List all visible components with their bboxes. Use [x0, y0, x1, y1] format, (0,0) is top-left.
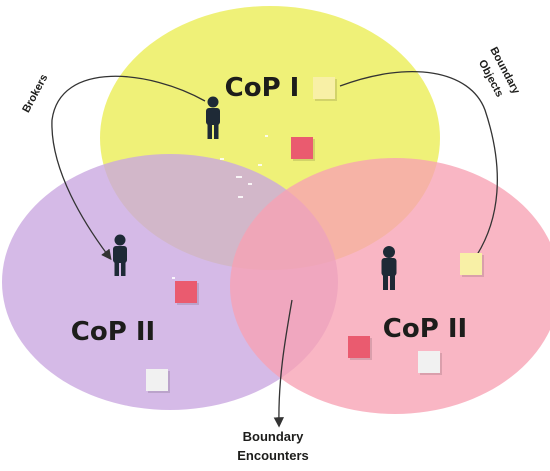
boundary-encounters-label-1: Boundary: [243, 429, 304, 444]
sticky-note-icon-yellow-right: [460, 253, 484, 277]
boundary-encounters-arrow-icon: [273, 299, 293, 428]
sticky-note-icon-white-left: [146, 369, 170, 393]
brokers-arrow-icon: [51, 75, 206, 261]
boundary-encounters-label-2: Encounters: [237, 448, 309, 463]
brokers-label: Brokers: [20, 72, 50, 114]
cop-label-right: CoP II: [383, 314, 467, 344]
sticky-note-icon-red-right: [348, 336, 372, 360]
broker-person-icon-right: [381, 246, 397, 290]
sticky-note-icon-yellow-top: [313, 77, 337, 101]
sticky-note-icon-red-left: [175, 281, 199, 305]
broker-person-icon-top: [206, 96, 220, 139]
cop-label-left: CoP II: [71, 317, 155, 347]
boundary-objects-arrow-icon: [339, 70, 498, 259]
decorative-dashes: [172, 135, 268, 279]
sticky-note-icon-white-right: [418, 351, 442, 375]
sticky-note-icon-red-top: [291, 137, 315, 161]
broker-person-icon-left: [113, 234, 127, 276]
cop-label-top: CoP I: [225, 73, 300, 103]
